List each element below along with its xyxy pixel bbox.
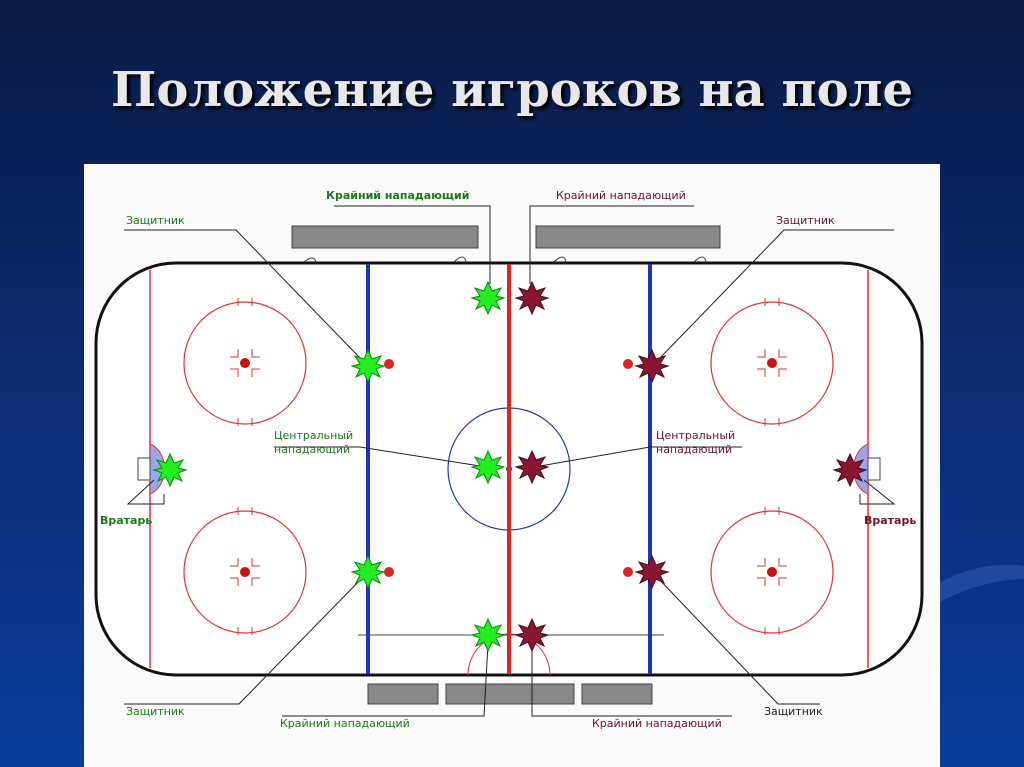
- green-defender-bottom[interactable]: [350, 554, 386, 590]
- goal-net-left: [137, 457, 151, 481]
- label-defender-top-left: Защитник: [126, 214, 185, 227]
- label-wing-top-left: Крайний нападающий: [326, 189, 470, 202]
- label-defender-top-right: Защитник: [776, 214, 835, 227]
- darkred-wing-bottom[interactable]: [514, 617, 550, 653]
- faceoff-circle-top-left: [183, 298, 307, 426]
- label-wing-top-right: Крайний нападающий: [556, 189, 686, 202]
- green-defender-top[interactable]: [350, 348, 386, 384]
- darkred-defender-bottom[interactable]: [634, 554, 670, 590]
- darkred-goalie[interactable]: [832, 452, 868, 488]
- green-wing-top[interactable]: [470, 280, 506, 316]
- bench-door-1: [303, 257, 317, 263]
- darkred-center[interactable]: [514, 449, 550, 485]
- faceoff-circle-bottom-left: [183, 507, 307, 635]
- bench-door-3: [553, 256, 567, 263]
- faceoff-dot-nz-4: [623, 567, 633, 577]
- penalty-box-right: [581, 683, 653, 705]
- penalty-box-left: [367, 683, 439, 705]
- faceoff-dot-nz-3: [384, 567, 394, 577]
- faceoff-circle-top-right: [710, 298, 834, 426]
- diagram-panel: Крайний нападающий Крайний нападающий За…: [84, 164, 940, 767]
- scorer-table: [445, 683, 575, 705]
- faceoff-dot-nz-1: [384, 359, 394, 369]
- label-goalie-right: Вратарь: [864, 514, 917, 527]
- label-defender-bottom-right: Защитник: [764, 705, 823, 718]
- faceoff-circle-bottom-right: [710, 507, 834, 635]
- players-team-darkred: [514, 280, 868, 653]
- green-goalie[interactable]: [152, 452, 188, 488]
- bench-top-right: [535, 225, 721, 249]
- players-team-green: [152, 280, 506, 653]
- faceoff-dot-nz-2: [623, 359, 633, 369]
- bench-door-2: [453, 256, 467, 263]
- bench-door-4: [693, 256, 707, 263]
- goal-net-right: [867, 457, 881, 481]
- darkred-wing-top[interactable]: [514, 280, 550, 316]
- rink-diagram: [94, 205, 924, 717]
- green-wing-bottom[interactable]: [470, 617, 506, 653]
- label-goalie-left: Вратарь: [100, 514, 153, 527]
- slide-title: Положение игроков на поле: [110, 62, 913, 118]
- label-wing-bottom-right: Крайний нападающий: [592, 717, 722, 730]
- label-center-right-line2: нападающий: [656, 443, 733, 456]
- label-center-left-line2: нападающий: [274, 443, 351, 456]
- darkred-defender-top[interactable]: [634, 348, 670, 384]
- label-center-left-line1: Центральный: [274, 429, 354, 442]
- label-center-right-line1: Центральный: [656, 429, 736, 442]
- leader-lines: [124, 205, 896, 717]
- label-wing-bottom-left: Крайний нападающий: [280, 717, 410, 730]
- bench-top-left: [291, 225, 479, 249]
- green-center[interactable]: [470, 449, 506, 485]
- label-defender-bottom-left: Защитник: [126, 705, 185, 718]
